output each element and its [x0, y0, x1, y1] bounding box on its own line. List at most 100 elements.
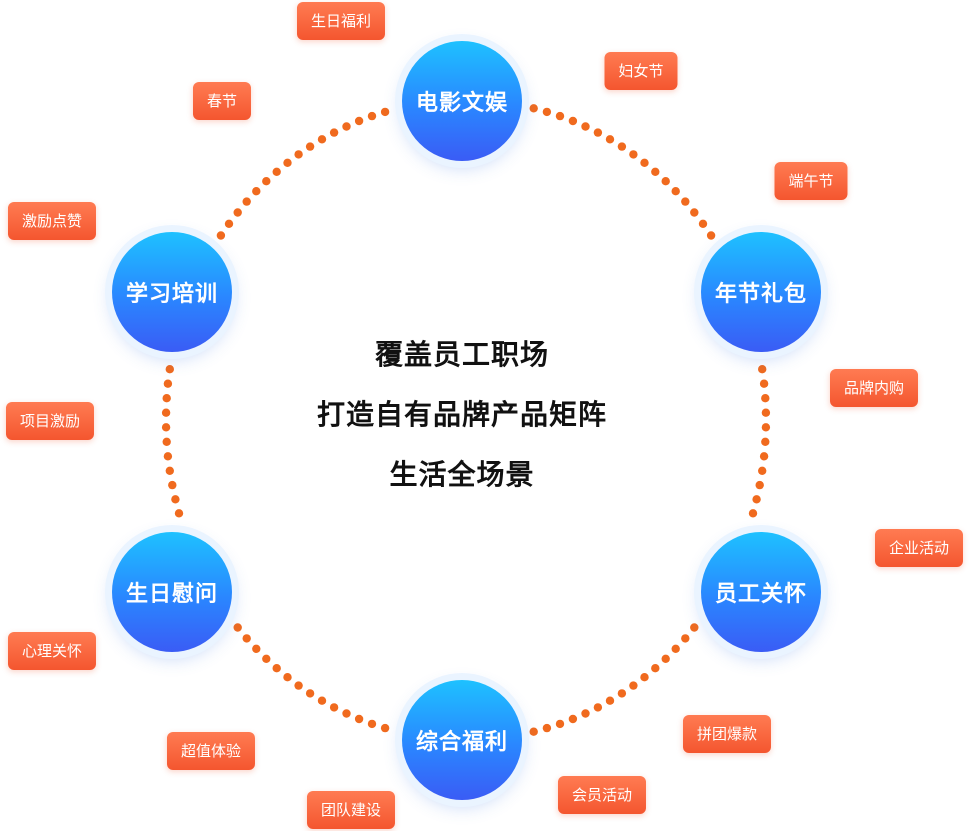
ring-dot — [354, 714, 364, 724]
ring-dot — [329, 128, 339, 137]
ring-dot — [761, 394, 770, 403]
tag-spring-festival[interactable]: 春节 — [192, 82, 252, 120]
ring-dot — [305, 142, 315, 151]
tag-brand-purchase[interactable]: 品牌内购 — [829, 369, 919, 407]
ring-dot — [161, 423, 171, 432]
center-line-1: 覆盖员工职场 — [374, 338, 549, 371]
hub-film-entertainment[interactable]: 电影文娱 — [402, 41, 522, 161]
ring-dot — [272, 167, 281, 176]
ring-dot — [555, 719, 565, 729]
ring-dot — [605, 696, 615, 705]
ring-dot — [294, 681, 303, 690]
ring-dot — [640, 673, 649, 682]
ring-dot — [162, 437, 171, 446]
ring-dot — [761, 437, 770, 446]
ring-dot — [671, 187, 680, 196]
ring-dot — [342, 709, 351, 718]
ring-dot — [168, 480, 177, 490]
ring-dot — [651, 167, 660, 176]
ring-dot — [165, 365, 174, 374]
hub-comprehensive-benefits[interactable]: 综合福利 — [402, 680, 522, 800]
ring-dot — [262, 654, 271, 663]
ring-dot — [755, 480, 764, 490]
ring-dot — [380, 107, 390, 117]
tag-member-events[interactable]: 会员活动 — [557, 776, 647, 814]
tag-womens-day[interactable]: 妇女节 — [604, 52, 678, 90]
hub-employee-care[interactable]: 员工关怀 — [701, 532, 821, 652]
ring-dot — [759, 452, 769, 461]
tag-birthday-benefit[interactable]: 生日福利 — [296, 2, 386, 40]
tag-group-buy[interactable]: 拼团爆款 — [682, 715, 772, 753]
ring-dot — [761, 408, 771, 417]
ring-dot — [163, 452, 173, 461]
ring-dot — [671, 644, 680, 653]
tag-value-experience[interactable]: 超值体验 — [166, 732, 256, 770]
tag-mental-care[interactable]: 心理关怀 — [7, 632, 97, 670]
ring-dot — [317, 696, 327, 705]
ring-dot — [529, 727, 538, 736]
ring-dot — [283, 158, 292, 167]
tag-company-events[interactable]: 企业活动 — [874, 529, 964, 567]
ring-dot — [162, 394, 171, 403]
ring-dot — [542, 723, 552, 733]
ring-dot — [233, 208, 242, 217]
ring-dot — [661, 654, 670, 663]
ring-dot — [605, 135, 615, 144]
ring-dot — [581, 122, 590, 131]
ring-dot — [252, 187, 261, 196]
ring-dot — [165, 466, 174, 475]
tag-project-incentive[interactable]: 项目激励 — [5, 402, 95, 440]
ring-dot — [581, 709, 590, 718]
center-line-3: 生活全场景 — [389, 458, 535, 491]
ring-dot — [758, 365, 767, 374]
center-text: 覆盖员工职场 打造自有品牌产品矩阵 生活全场景 — [252, 325, 672, 505]
ring-dot — [529, 104, 538, 113]
ring-dot — [294, 150, 303, 159]
ring-dot — [681, 197, 690, 206]
ring-dot — [617, 142, 627, 151]
ring-dot — [354, 116, 364, 126]
ring-dot — [171, 495, 180, 504]
ring-dot — [759, 379, 769, 388]
ring-dot — [752, 495, 761, 504]
ring-dot — [262, 177, 271, 186]
hub-birthday-greetings[interactable]: 生日慰问 — [112, 532, 232, 652]
ring-dot — [758, 466, 767, 475]
tag-team-building[interactable]: 团队建设 — [306, 791, 396, 829]
center-line-2: 打造自有品牌产品矩阵 — [316, 398, 607, 431]
ring-dot — [661, 177, 670, 186]
ring-dot — [593, 128, 603, 137]
ring-dot — [681, 634, 690, 643]
ring-dot — [216, 231, 226, 240]
ring-dot — [629, 150, 638, 159]
ring-dot — [593, 703, 603, 712]
hub-learning-training[interactable]: 学习培训 — [112, 232, 232, 352]
ring-dot — [568, 116, 578, 126]
tag-dragon-boat[interactable]: 端午节 — [774, 162, 848, 200]
ring-dot — [629, 681, 638, 690]
ring-dot — [161, 408, 171, 417]
ring-dot — [748, 509, 758, 518]
ring-dot — [233, 623, 242, 632]
ring-dot — [617, 689, 627, 698]
ring-dot — [651, 664, 660, 673]
ring-dot — [542, 107, 552, 117]
ring-dot — [367, 719, 377, 729]
hub-holiday-gift[interactable]: 年节礼包 — [701, 232, 821, 352]
ring-dot — [242, 634, 251, 643]
ring-dot — [706, 231, 716, 240]
ring-dot — [640, 158, 649, 167]
tag-incentive-like[interactable]: 激励点赞 — [7, 202, 97, 240]
ring-dot — [698, 219, 708, 228]
ring-dot — [367, 111, 377, 121]
ring-dot — [555, 111, 565, 121]
ring-dot — [329, 703, 339, 712]
ring-dot — [224, 219, 234, 228]
ring-dot — [342, 122, 351, 131]
ring-dot — [305, 689, 315, 698]
ring-dot — [272, 664, 281, 673]
ring-dot — [242, 197, 251, 206]
ring-dot — [380, 723, 390, 733]
ring-dot — [761, 423, 771, 432]
